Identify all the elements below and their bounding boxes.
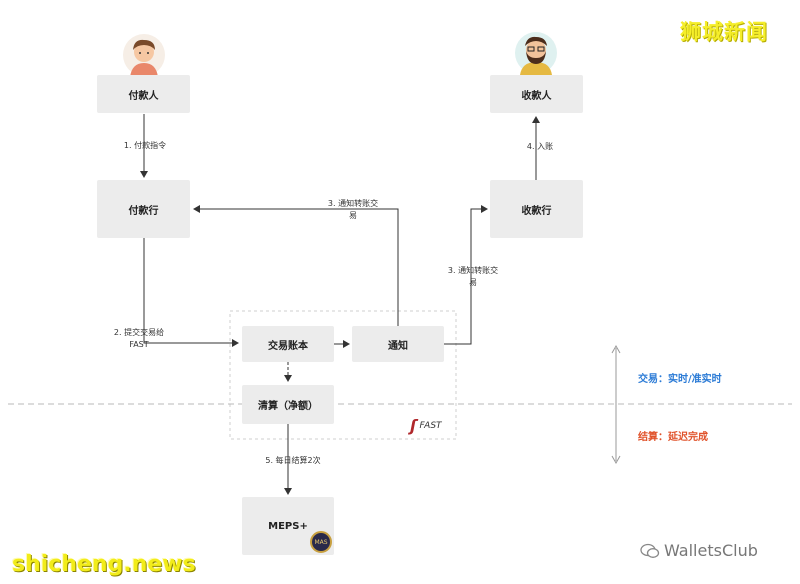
wallets-club-label: WalletsClub [664,541,758,560]
fast-system-boundary [229,310,457,440]
wechat-icon [640,543,660,558]
payer-node: 付款人 [97,75,190,113]
person-avatar-icon [123,34,165,77]
label-step1: 1. 付款指令 [123,141,167,150]
label-step3-right: 3. 通知转账交易 [447,266,499,287]
payer-bank-node: 付款行 [97,180,190,238]
edge-notify-payee-bank [444,205,488,345]
wallets-club-watermark: WalletsClub [640,541,758,560]
legend-realtime: 交易：实时/准实时 [638,374,722,385]
payee-bank-node: 收款行 [490,180,583,238]
transaction-ledger-node: 交易账本 [242,326,334,362]
label-step4: 4. 入账 [526,142,554,151]
edge-submit-to-fast [143,238,239,347]
fast-logo: ʃ FAST [410,416,442,435]
meps-label: MEPS+ [268,520,308,532]
watermark-cn: 狮城新闻 [680,20,768,44]
net-clearing-node: 清算（净额） [242,385,334,424]
edge-notify-payer-bank [193,205,399,326]
mas-logo: MAS [310,531,332,553]
watermark-en: shicheng.news [12,552,196,577]
payee-node: 收款人 [490,75,583,113]
legend-settlement: 结算：延迟完成 [638,432,708,443]
notification-node: 通知 [352,326,444,362]
label-step5: 5. 每日结算2次 [265,456,321,465]
bearded-person-avatar-icon [515,32,557,75]
label-step3-left: 3. 通知转账交易 [327,199,379,220]
